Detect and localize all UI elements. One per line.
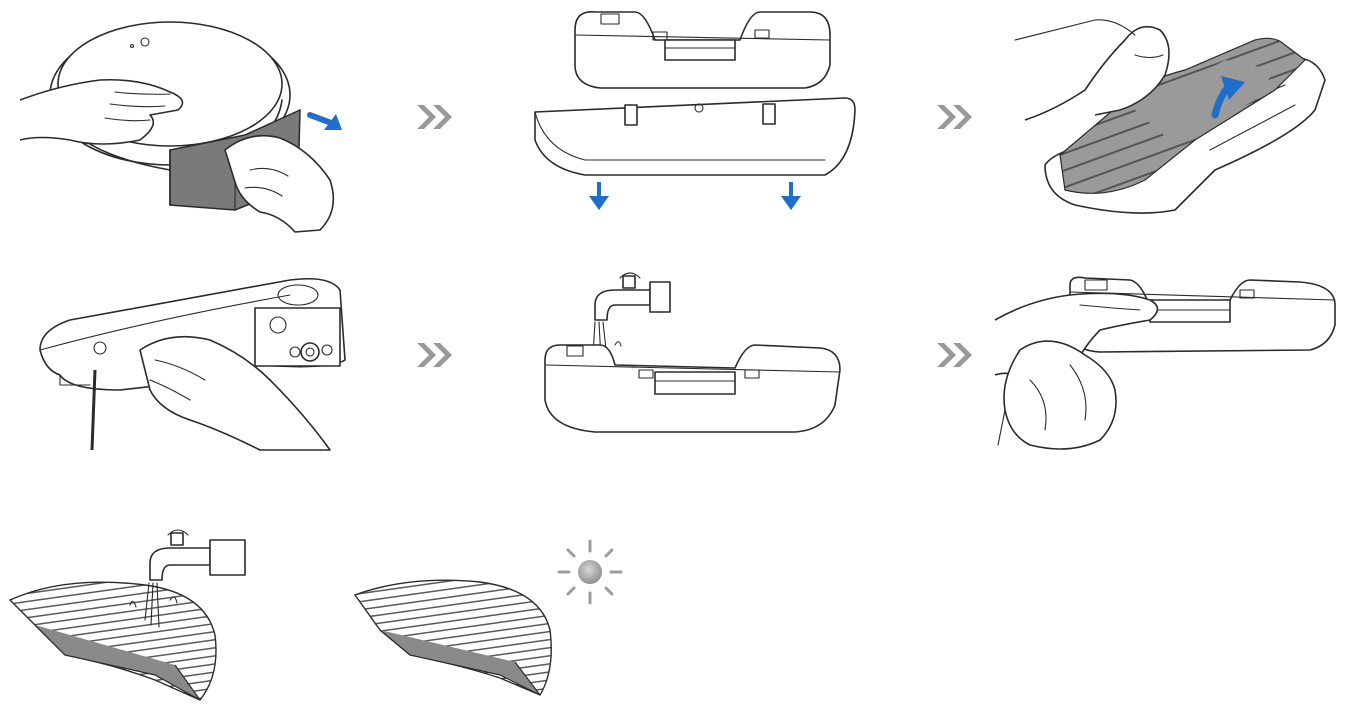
double-chevron-icon [415,102,455,132]
wash-mop-cloth-illustration [8,529,246,701]
empty-water-tank-illustration [39,277,346,451]
step-3-peel-mop-cloth [1014,0,1345,225]
double-chevron-icon [935,340,975,370]
step-2-detach-mop-bracket [525,0,875,225]
double-chevron-icon [935,102,975,132]
double-chevron-icon [415,340,455,370]
rinse-water-tank-illustration [544,272,841,433]
step-6-wipe-water-tank [990,270,1345,455]
peel-mop-cloth-illustration [1014,19,1326,214]
wipe-water-tank-illustration [994,276,1336,450]
step-5-rinse-water-tank [535,260,855,440]
detach-mop-bracket-illustration [534,11,856,210]
step-8-dry-mop-cloth [350,570,560,700]
sun-icon [555,537,625,607]
step-1-remove-water-tank [19,0,360,235]
dry-mop-cloth-illustration [353,579,552,696]
remove-water-tank-illustration [19,21,342,233]
step-7-wash-mop-cloth [5,515,250,715]
step-4-empty-water-tank [30,270,360,455]
